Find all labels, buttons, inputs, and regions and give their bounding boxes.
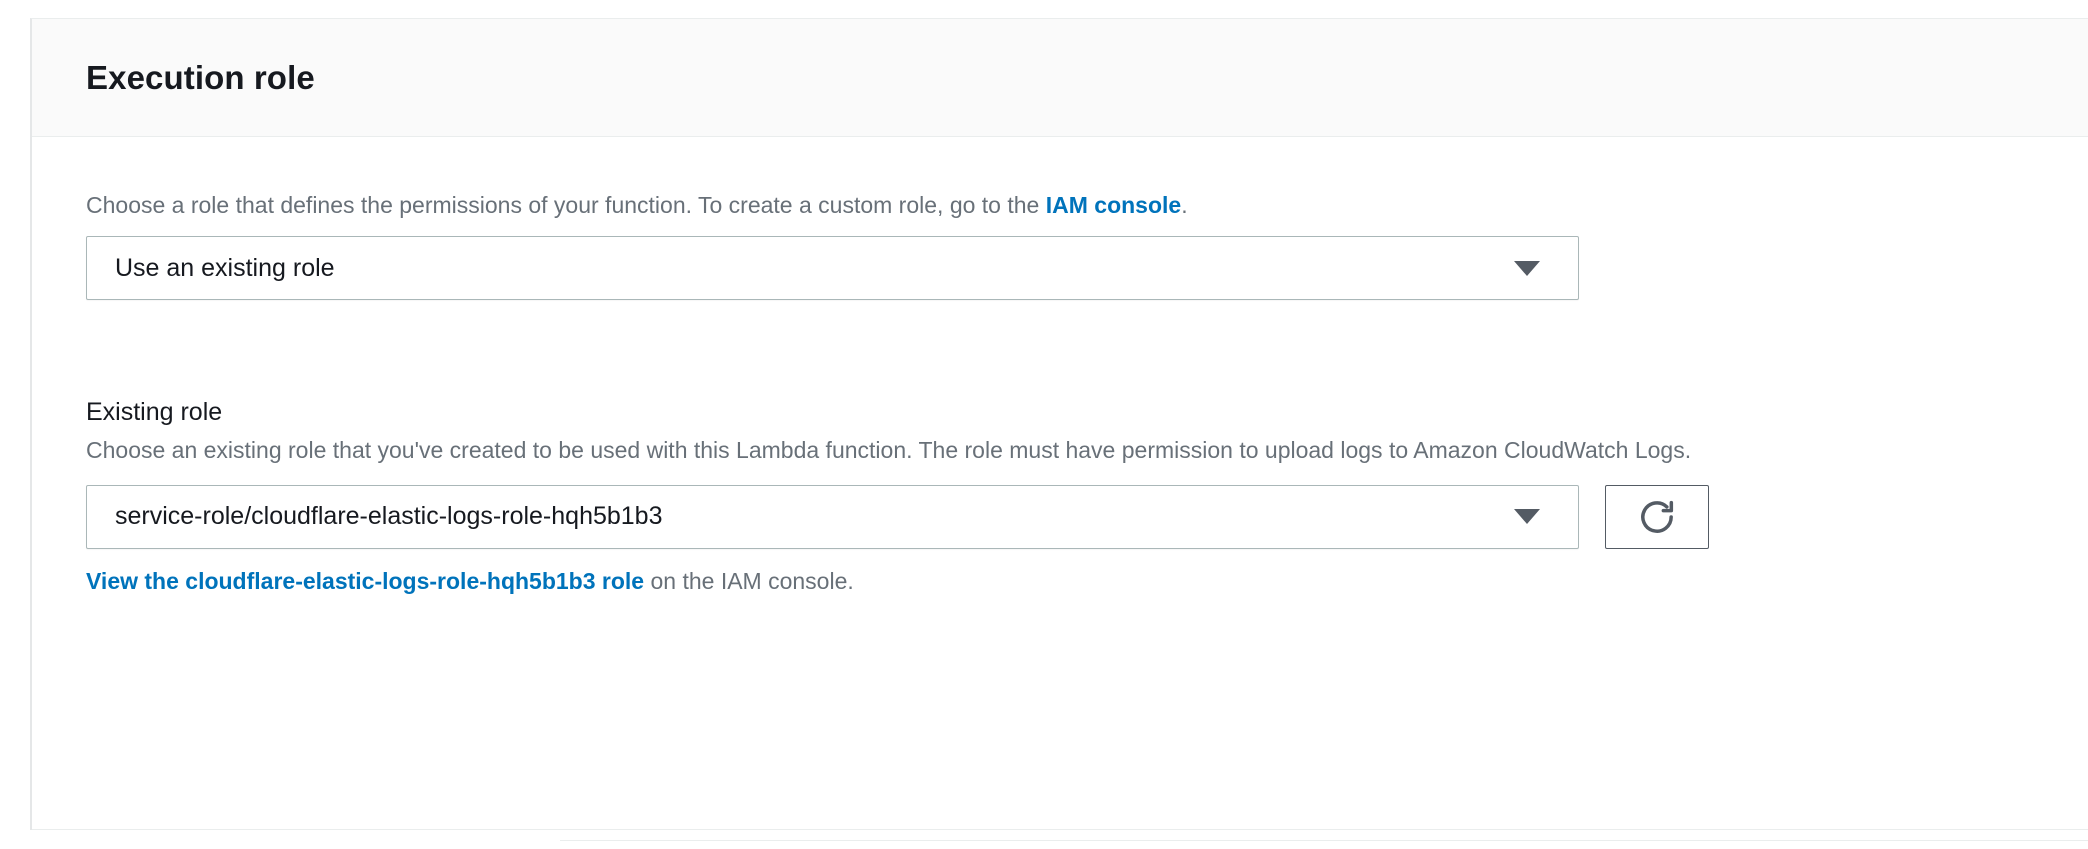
card-header: Execution role <box>32 19 2088 137</box>
role-source-helper-suffix: . <box>1181 192 1188 218</box>
chevron-down-icon <box>1514 260 1540 276</box>
page-bottom-edge <box>560 840 2088 849</box>
execution-role-card: Execution role Choose a role that define… <box>30 18 2088 830</box>
card-body: Choose a role that defines the permissio… <box>32 137 2088 598</box>
refresh-roles-button[interactable] <box>1605 484 1709 549</box>
role-source-select-row: Use an existing role <box>86 236 2034 301</box>
role-source-select[interactable]: Use an existing role <box>86 236 1579 301</box>
view-role-line: View the cloudflare-elastic-logs-role-hq… <box>86 565 2034 598</box>
existing-role-selected-value: service-role/cloudflare-elastic-logs-rol… <box>115 502 663 531</box>
existing-role-description: Choose an existing role that you've crea… <box>86 437 1692 464</box>
iam-console-link[interactable]: IAM console <box>1045 192 1182 218</box>
refresh-icon <box>1637 497 1677 537</box>
view-role-suffix: on the IAM console. <box>644 567 854 594</box>
existing-role-select[interactable]: service-role/cloudflare-elastic-logs-rol… <box>86 484 1579 549</box>
role-source-selected-value: Use an existing role <box>115 253 335 282</box>
chevron-down-icon <box>1514 509 1540 525</box>
field-role-source: Choose a role that defines the permissio… <box>86 137 2034 301</box>
field-existing-role: Existing role Choose an existing role th… <box>86 300 2034 598</box>
existing-role-select-row: service-role/cloudflare-elastic-logs-rol… <box>86 484 2034 549</box>
role-source-helper-prefix: Choose a role that defines the permissio… <box>86 192 1046 218</box>
page-top-edge <box>0 0 2088 18</box>
role-source-helper-text: Choose a role that defines the permissio… <box>86 189 2034 222</box>
card-bottom-divider <box>32 829 2088 830</box>
view-role-link[interactable]: View the cloudflare-elastic-logs-role-hq… <box>86 567 645 594</box>
existing-role-label: Existing role <box>86 398 223 427</box>
page-title: Execution role <box>86 58 315 96</box>
